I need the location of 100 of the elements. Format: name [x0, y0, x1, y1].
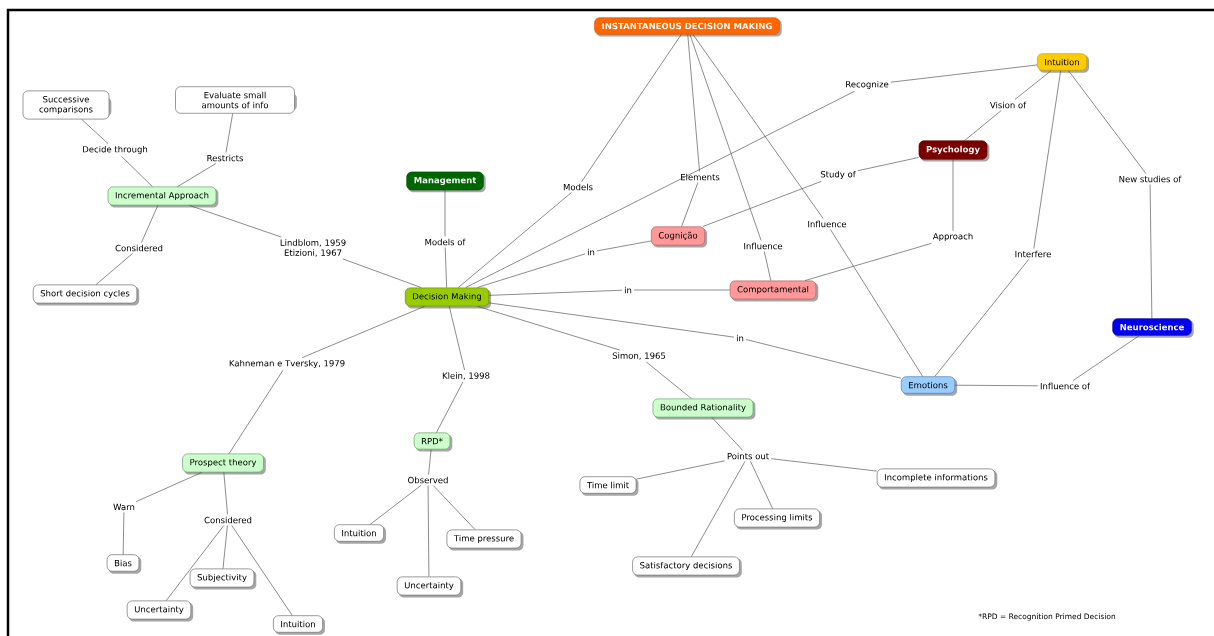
- connector-line: [95, 253, 133, 285]
- connector-line: [135, 472, 202, 502]
- connector-line: [444, 247, 447, 288]
- connector-line: [427, 485, 430, 577]
- concept-box: Uncertainty: [126, 600, 194, 622]
- concept-box: Incremental Approach: [107, 186, 219, 208]
- concept-box: Decision Making: [404, 287, 492, 309]
- connector-line: [465, 91, 855, 288]
- concept-box: Satisfactory decisions: [632, 556, 742, 578]
- connector-line: [432, 485, 476, 530]
- connector-line: [428, 449, 432, 475]
- connector-line: [750, 461, 773, 509]
- connector-line: [1149, 184, 1153, 319]
- concept-box: Psychology: [918, 140, 990, 162]
- connector-line: [702, 181, 822, 227]
- connector-line: [342, 258, 422, 288]
- connector-line: [1014, 70, 1052, 100]
- connector-line: [890, 64, 1038, 83]
- linking-phrase: in: [587, 248, 595, 256]
- connector-line: [954, 384, 1039, 387]
- connector-line: [596, 240, 652, 252]
- connector-line: [476, 253, 586, 288]
- connector-line: [830, 229, 923, 377]
- linking-phrase: Vision of: [989, 101, 1027, 109]
- connector-line: [369, 485, 422, 525]
- connector-line: [691, 461, 746, 557]
- linking-phrase: Influence of: [1040, 382, 1091, 390]
- linking-phrase: Influence: [744, 242, 783, 250]
- connector-line: [436, 381, 464, 433]
- connector-line: [477, 306, 621, 351]
- connector-line: [711, 417, 744, 451]
- connector-line: [223, 472, 228, 515]
- connector-line: [934, 259, 1029, 377]
- linking-phrase: Lindblom, 1959 Etizioni, 1967: [280, 239, 346, 257]
- connector-line: [444, 190, 446, 237]
- connector-line: [1068, 70, 1147, 174]
- connector-line: [488, 289, 623, 296]
- connector-line: [687, 34, 700, 172]
- connector-line: [745, 339, 902, 379]
- concept-box: RPD*: [413, 432, 453, 452]
- concept-box: Successive comparisons: [22, 90, 112, 120]
- concept-box: Bounded Rationality: [652, 398, 756, 420]
- linking-phrase: Observed: [408, 476, 448, 484]
- linking-phrase: Decide through: [83, 145, 148, 155]
- linking-phrase: Restricts: [207, 154, 243, 162]
- connector-line: [681, 182, 699, 227]
- connector-line: [1033, 70, 1061, 249]
- linking-phrase: Considered: [115, 244, 163, 252]
- concept-box: Cognição: [651, 226, 708, 248]
- linking-phrase: Models of: [425, 238, 466, 246]
- connector-line: [581, 34, 682, 182]
- linking-phrase: in: [736, 334, 744, 342]
- connector-line: [488, 302, 735, 338]
- linking-phrase: Simon, 1965: [612, 352, 666, 360]
- concept-box: Intuition: [334, 524, 386, 544]
- concept-box: INSTANTANEOUS DECISION MAKING: [594, 17, 782, 37]
- connector-line: [633, 289, 731, 291]
- connector-line: [964, 110, 1002, 141]
- connector-line: [804, 243, 932, 281]
- connector-line: [771, 458, 878, 472]
- concept-box: Short decision cycles: [32, 284, 140, 306]
- concept-box: Emotions: [900, 376, 958, 396]
- connector-line: [636, 460, 726, 480]
- concept-box: Time pressure: [446, 529, 524, 551]
- linking-phrase: New studies of: [1119, 175, 1182, 183]
- linking-phrase: Klein, 1998: [442, 372, 490, 380]
- concept-box: Bias: [106, 554, 142, 574]
- linking-phrase: Interfere: [1015, 250, 1051, 258]
- linking-phrase: in: [624, 286, 632, 294]
- linking-phrase: Points out: [727, 452, 769, 460]
- connector-line: [449, 306, 465, 371]
- linking-phrase: Study of: [820, 170, 856, 180]
- linking-phrase: Influence: [808, 220, 847, 228]
- connector-line: [122, 512, 125, 555]
- concept-box: Neuroscience: [1112, 318, 1194, 338]
- connector-line: [1072, 335, 1140, 381]
- concept-box: Incomplete informations: [876, 468, 998, 490]
- connector-line: [81, 119, 109, 144]
- linking-phrase: Recognize: [846, 80, 889, 90]
- connector-line: [763, 251, 772, 281]
- connector-line: [121, 156, 153, 187]
- concept-box: Management: [406, 171, 486, 193]
- concept-box: Time limit: [579, 476, 639, 496]
- concept-box: Subjectivity: [189, 568, 257, 590]
- concept-box: Processing limits: [734, 508, 822, 530]
- connector-line: [857, 157, 919, 171]
- concept-box: Uncertainty: [396, 576, 464, 598]
- connector-line: [646, 361, 692, 399]
- connector-line: [692, 34, 824, 219]
- connector-line: [225, 113, 233, 153]
- linking-phrase: Considered: [204, 516, 252, 524]
- concept-box: Comportamental: [729, 280, 819, 302]
- connector-line: [301, 306, 425, 358]
- concept-box: Evaluate small amounts of info: [175, 86, 297, 114]
- connector-line: [231, 525, 293, 616]
- concept-box: Intuition: [1037, 53, 1089, 73]
- connector-line: [228, 370, 284, 454]
- linking-phrase: Approach: [932, 232, 973, 242]
- linking-phrase: Kahneman e Tversky, 1979: [229, 359, 345, 369]
- connector-line: [952, 159, 954, 231]
